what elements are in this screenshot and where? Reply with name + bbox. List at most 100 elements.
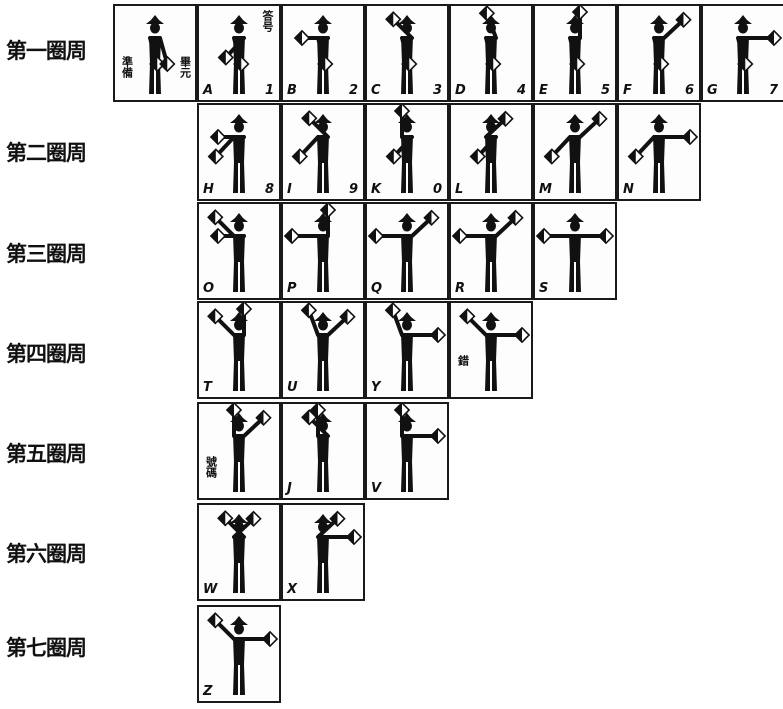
- signaller-figure: [650, 13, 691, 94]
- signal-letter: U: [287, 380, 298, 395]
- signaller-figure: [208, 210, 248, 292]
- semaphore-flag-icon: [285, 229, 299, 243]
- signal-cell: U: [281, 301, 365, 399]
- semaphore-flag-icon: [767, 31, 781, 45]
- semaphore-flag-icon: [599, 229, 613, 243]
- signal-note: 畢元: [179, 56, 191, 78]
- semaphore-flag-icon: [537, 229, 551, 243]
- signal-cell: L: [449, 103, 533, 201]
- signal-letter: B: [287, 83, 297, 98]
- signal-note: 號碼: [205, 456, 217, 478]
- signal-cell: 錯: [449, 301, 533, 399]
- signal-cell: H8: [197, 103, 281, 201]
- signal-letter: G: [707, 83, 718, 98]
- signal-cell: W: [197, 503, 281, 601]
- signal-letter: P: [287, 281, 297, 296]
- signal-letter: I: [287, 182, 292, 197]
- row-label: 第六圈周: [6, 543, 98, 564]
- signal-letter: R: [455, 281, 465, 296]
- signaller-figure: [208, 303, 251, 391]
- signal-number: 8: [265, 182, 274, 197]
- signal-letter: H: [203, 182, 214, 197]
- signaller-figure: [480, 6, 501, 94]
- semaphore-flag-icon: [263, 632, 277, 646]
- signal-note: 答号: [261, 10, 273, 32]
- signal-number: 3: [433, 83, 442, 98]
- signaller-figure: [302, 303, 355, 391]
- semaphore-flag-icon: [295, 31, 309, 45]
- signal-cell: V: [365, 402, 449, 500]
- row-label: 第七圈周: [6, 637, 98, 658]
- semaphore-flag-icon: [160, 57, 174, 71]
- semaphore-flag-icon: [347, 530, 361, 544]
- signaller-figure: [460, 309, 529, 391]
- signaller-figure: [566, 6, 587, 94]
- signal-cell: Y: [365, 301, 449, 399]
- signal-letter: C: [371, 83, 381, 98]
- signal-cell: A 1 答号: [197, 4, 281, 102]
- signal-cell: N: [617, 103, 701, 201]
- signal-note: 錯: [457, 355, 469, 366]
- signal-cell: O: [197, 202, 281, 300]
- signal-letter: E: [539, 83, 548, 98]
- signal-cell: Q: [365, 202, 449, 300]
- signal-letter: W: [203, 582, 217, 597]
- semaphore-flag-icon: [453, 229, 467, 243]
- semaphore-flag-icon: [515, 328, 529, 342]
- signal-number: 2: [349, 83, 358, 98]
- signaller-figure: [219, 15, 249, 94]
- signaller-figure: [295, 15, 332, 94]
- signaller-figure: [314, 512, 361, 593]
- signal-letter: Z: [203, 684, 212, 699]
- signal-letter: V: [371, 481, 381, 496]
- signaller-figure: [369, 211, 439, 292]
- signal-letter: T: [203, 380, 212, 395]
- signal-cell: T: [197, 301, 281, 399]
- signaller-figure: [545, 112, 607, 193]
- signaller-figure: [227, 404, 271, 492]
- semaphore-flag-icon: [683, 130, 697, 144]
- signal-cell: S: [533, 202, 617, 300]
- signal-letter: M: [539, 182, 552, 197]
- signaller-figure: [386, 12, 416, 94]
- signal-number: 9: [349, 182, 358, 197]
- signal-number: 4: [517, 83, 526, 98]
- semaphore-flag-icon: [369, 229, 383, 243]
- signaller-figure: [471, 112, 513, 193]
- signal-letter: L: [455, 182, 463, 197]
- row-label: 第二圈周: [6, 142, 98, 163]
- signal-cell: R: [449, 202, 533, 300]
- signal-letter: O: [203, 281, 214, 296]
- signaller-figure: [208, 613, 277, 695]
- signal-cell: X: [281, 503, 365, 601]
- signaller-figure: [387, 105, 416, 193]
- signal-letter: S: [539, 281, 548, 296]
- signal-letter: X: [287, 582, 297, 597]
- row-label: 第三圈周: [6, 243, 98, 264]
- signal-cell: J: [281, 402, 365, 500]
- signal-cell: P: [281, 202, 365, 300]
- signal-letter: Y: [371, 380, 380, 395]
- semaphore-flag-icon: [386, 303, 400, 317]
- signal-cell: F6: [617, 4, 701, 102]
- signal-cell: 號碼: [197, 402, 281, 500]
- signal-number: 1: [265, 83, 274, 98]
- signaller-figure: [453, 211, 523, 292]
- signal-number: 6: [685, 83, 694, 98]
- signal-letter: D: [455, 83, 466, 98]
- signaller-figure: [629, 114, 697, 193]
- semaphore-flag-icon: [211, 130, 225, 144]
- signal-cell: M: [533, 103, 617, 201]
- signal-letter: N: [623, 182, 634, 197]
- signal-cell: Z: [197, 605, 281, 703]
- semaphore-flag-icon: [431, 328, 445, 342]
- signal-number: 7: [769, 83, 778, 98]
- signal-letter: A: [203, 83, 213, 98]
- signal-letter: J: [287, 481, 292, 496]
